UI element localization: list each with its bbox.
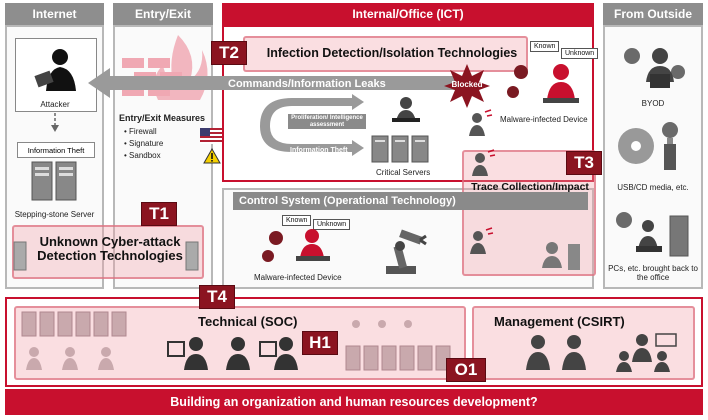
stepping-stone-label: Stepping-stone Server xyxy=(14,210,95,219)
soc-servers-right-icon xyxy=(345,320,451,371)
unknown-bubble-ot: Unknown xyxy=(313,219,351,230)
entry-item-sandbox: • Sandbox xyxy=(124,151,161,160)
pc-icon xyxy=(616,212,689,257)
malware-device-ot-label: Malware-infected Device xyxy=(254,273,342,282)
critical-servers-icon xyxy=(371,135,429,163)
csirt-team-icon xyxy=(526,333,677,372)
soc-servers-icon xyxy=(21,311,127,337)
known-bubble-ot: Known xyxy=(282,215,312,226)
info-theft-internet: Information Theft xyxy=(17,142,95,158)
header-entry-exit: Entry/Exit xyxy=(113,3,213,25)
tag-t2: T2 xyxy=(211,41,247,65)
header-internal: Internal/Office (ICT) xyxy=(222,3,594,25)
byod-label: BYOD xyxy=(641,99,665,108)
management-csirt-label: Management (CSIRT) xyxy=(494,314,625,329)
user-alert-icon xyxy=(470,227,494,254)
t1-area xyxy=(12,225,204,279)
info-theft-internal: Information Theft xyxy=(290,147,348,154)
warning-icon xyxy=(203,147,221,164)
attacker-label: Attacker xyxy=(40,100,70,109)
commands-bar-label: Commands/Information Leaks xyxy=(228,78,386,90)
leak-arrow xyxy=(88,68,458,98)
user-alert-icon xyxy=(469,109,493,136)
tag-t4: T4 xyxy=(199,285,235,309)
us-flag-icon xyxy=(200,128,222,144)
attacker-box xyxy=(15,38,97,112)
header-internet: Internet xyxy=(5,3,104,25)
technical-soc-label: Technical (SOC) xyxy=(198,314,298,329)
entry-exit-title: Entry/Exit Measures xyxy=(119,113,206,123)
server-icon xyxy=(13,241,27,271)
entry-item-signature: • Signature xyxy=(124,139,164,148)
control-system-bar: Control System (Operational Technology) xyxy=(233,192,588,210)
unknown-bubble: Unknown xyxy=(561,48,599,59)
malware-infected-device-ot-icon xyxy=(262,229,330,262)
pcs-label: PCs, etc. brought back to the office xyxy=(608,264,698,282)
proliferation-label: Proliferation/ Intelligence assessment xyxy=(288,114,366,130)
malware-infected-device-icon xyxy=(507,64,579,103)
blocked-label: Blocked xyxy=(451,80,483,89)
soc-analysts-icon xyxy=(26,347,114,370)
tag-t1: T1 xyxy=(141,202,177,226)
t1-label: Unknown Cyber-attack Detection Technolog… xyxy=(37,234,183,264)
user-alert-icon xyxy=(472,149,496,176)
footer-bar: Building an organization and human resou… xyxy=(5,389,703,415)
user-at-pc-icon xyxy=(392,97,420,122)
stepping-stone-server-icon xyxy=(31,161,77,201)
byod-icon xyxy=(624,48,685,88)
critical-servers-label: Critical Servers xyxy=(376,168,431,177)
entry-item-firewall: • Firewall xyxy=(124,127,157,136)
curved-arrows xyxy=(260,94,364,156)
usb-cd-icon xyxy=(618,122,678,170)
soc-operators-icon xyxy=(167,337,298,370)
blocked-burst-icon xyxy=(444,64,490,108)
t2-label: Infection Detection/Isolation Technologi… xyxy=(266,46,518,60)
tag-h1: H1 xyxy=(302,331,338,355)
malware-device-label: Malware-infected Device xyxy=(500,115,588,124)
arrow-down-dashed xyxy=(51,113,59,132)
attacker-icon xyxy=(34,49,76,91)
t2-area xyxy=(243,36,528,72)
header-from-outside: From Outside xyxy=(603,3,703,25)
tag-t3: T3 xyxy=(566,151,602,175)
user-at-pc-icon xyxy=(542,242,580,270)
server-icon xyxy=(185,241,199,271)
robot-arm-icon xyxy=(386,229,427,274)
tag-o1: O1 xyxy=(446,358,486,382)
known-bubble: Known xyxy=(530,41,560,52)
usb-label: USB/CD media, etc. xyxy=(617,183,689,192)
